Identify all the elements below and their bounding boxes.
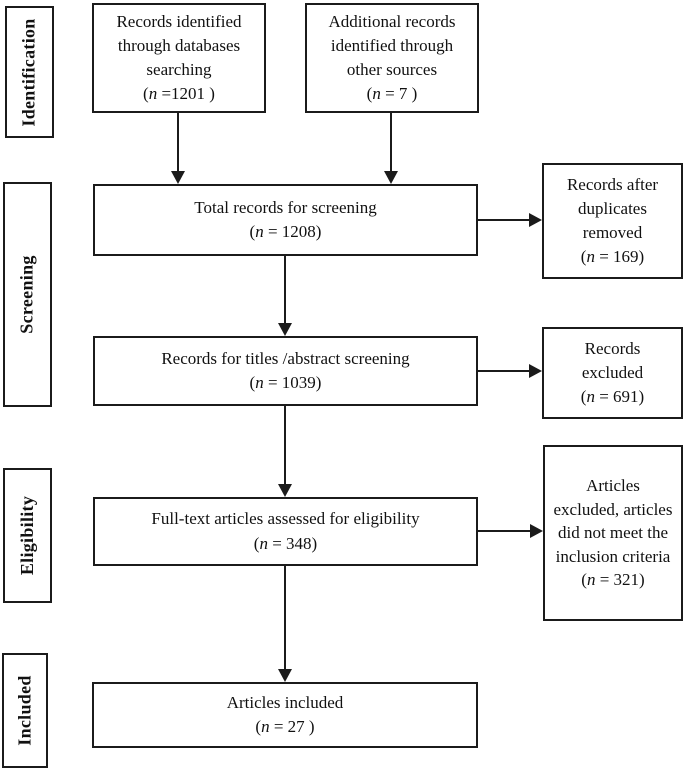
node-records-databases-label: Records identified through databases sea…: [116, 11, 242, 79]
arrow-total-to-duplicates: [478, 219, 530, 221]
arrow-fulltext-to-articles-excluded: [478, 530, 531, 532]
arrow-titles-to-excluded: [478, 370, 530, 372]
stage-label-identification: Identification: [19, 17, 40, 127]
arrowhead-fulltext-to-included: [278, 669, 292, 682]
node-records-excluded-label: Records excluded: [581, 338, 644, 382]
node-records-other-sources-label: Additional records identified through ot…: [328, 11, 456, 79]
arrowhead-total-to-titles: [278, 323, 292, 336]
stage-box-included: Included: [2, 653, 48, 768]
stage-box-identification: Identification: [5, 6, 54, 138]
node-articles-excluded-count: (n = 321): [581, 570, 645, 590]
node-articles-included-label: Articles included: [226, 692, 344, 712]
arrowhead-fulltext-to-articles-excluded: [530, 524, 543, 538]
arrow-titles-to-fulltext: [284, 406, 286, 485]
node-duplicates-removed-label: Records after duplicates removed: [566, 174, 659, 242]
arrow-databases-to-total: [177, 113, 179, 172]
node-titles-abstract-screening-count: (n = 1039): [249, 373, 322, 392]
node-records-databases: Records identified through databases sea…: [92, 3, 266, 113]
node-titles-abstract-screening: Records for titles /abstract screening (…: [93, 336, 478, 406]
node-articles-excluded-label: Articles excluded, articles did not meet…: [553, 476, 673, 566]
node-articles-included-count: (n = 27 ): [255, 717, 315, 736]
node-total-records-screening: Total records for screening (n = 1208): [93, 184, 478, 256]
node-articles-excluded: Articles excluded, articles did not meet…: [543, 445, 683, 621]
node-duplicates-removed-count: (n = 169): [580, 247, 645, 267]
node-total-records-screening-count: (n = 1208): [249, 222, 322, 241]
arrowhead-other-to-total: [384, 171, 398, 184]
arrow-fulltext-to-included: [284, 566, 286, 670]
node-fulltext-assessed-label: Full-text articles assessed for eligibil…: [151, 509, 420, 529]
arrowhead-total-to-duplicates: [529, 213, 542, 227]
node-articles-included: Articles included (n = 27 ): [92, 682, 478, 748]
arrowhead-databases-to-total: [171, 171, 185, 184]
node-records-databases-count: (n =1201 ): [143, 84, 215, 104]
stage-box-eligibility: Eligibility: [3, 468, 52, 603]
arrowhead-titles-to-fulltext: [278, 484, 292, 497]
node-fulltext-assessed-count: (n = 348): [253, 533, 318, 553]
node-fulltext-assessed: Full-text articles assessed for eligibil…: [93, 497, 478, 566]
arrow-other-to-total: [390, 113, 392, 172]
node-titles-abstract-screening-label: Records for titles /abstract screening: [161, 348, 410, 368]
node-records-other-sources: Additional records identified through ot…: [305, 3, 479, 113]
stage-label-eligibility: Eligibility: [17, 495, 38, 576]
node-total-records-screening-label: Total records for screening: [194, 197, 377, 217]
arrow-total-to-titles: [284, 256, 286, 324]
stage-label-screening: Screening: [17, 255, 37, 334]
arrowhead-titles-to-excluded: [529, 364, 542, 378]
stage-label-included: Included: [14, 675, 35, 746]
node-records-excluded-count: (n = 691): [580, 387, 645, 407]
node-records-other-sources-count: (n = 7 ): [366, 84, 418, 104]
node-records-excluded: Records excluded (n = 691): [542, 327, 683, 419]
stage-box-screening: Screening: [3, 182, 52, 407]
node-duplicates-removed: Records after duplicates removed (n = 16…: [542, 163, 683, 279]
